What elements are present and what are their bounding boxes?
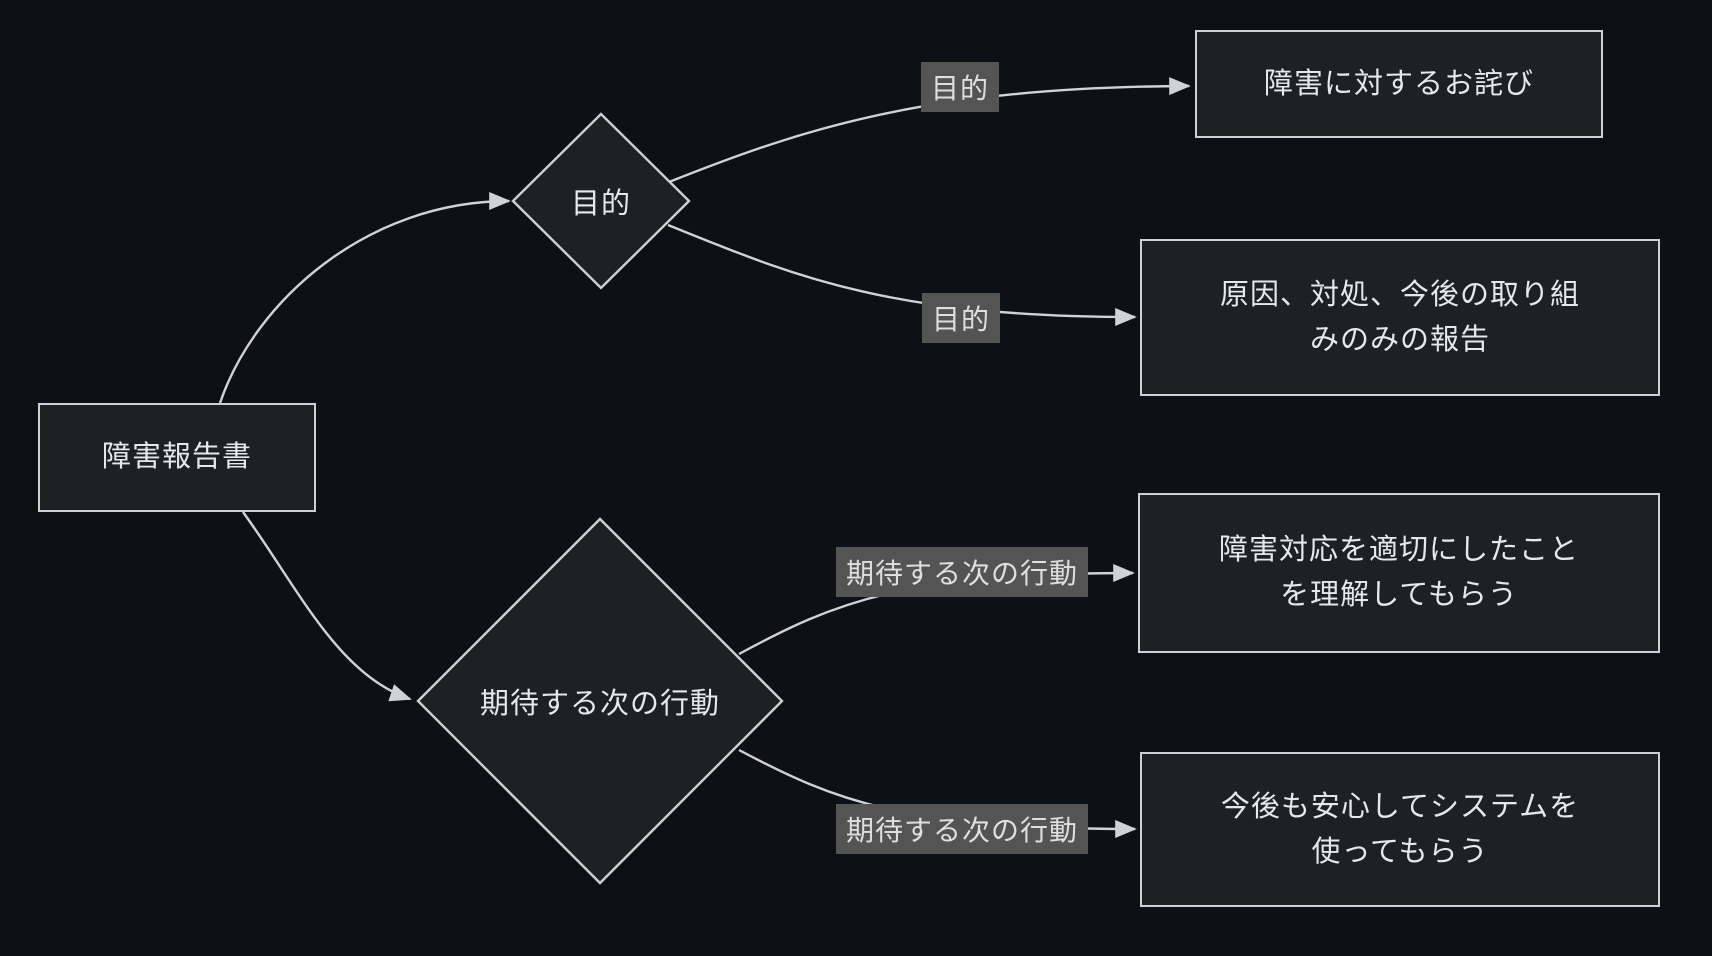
decision-purpose-label: 目的 [570, 188, 632, 220]
node-understanding: 障害対応を適切にしたこと を理解してもらう [1138, 493, 1660, 653]
node-cause-report: 原因、対処、今後の取り組 みのみの報告 [1140, 239, 1660, 396]
node-cause-report-label: 原因、対処、今後の取り組 みのみの報告 [1219, 278, 1580, 356]
node-trust: 今後も安心してシステムを 使ってもらう [1140, 752, 1660, 907]
edge-root-to-next-action [242, 511, 412, 702]
edge-root-to-purpose [218, 192, 511, 404]
edge-label-next-action-1: 期待する次の行動 [835, 547, 1089, 597]
edge-purpose-to-apology [668, 77, 1191, 184]
node-incident-report-label: 障害報告書 [101, 441, 252, 474]
node-trust-label: 今後も安心してシステムを 使ってもらう [1220, 790, 1580, 868]
decision-next-action-label: 期待する次の行動 [479, 688, 721, 720]
edge-label-purpose-1: 目的 [920, 62, 1000, 112]
node-incident-report: 障害報告書 [38, 403, 316, 512]
decision-next-action-shape [416, 517, 784, 885]
node-understanding-label: 障害対応を適切にしたこと を理解してもらう [1218, 534, 1579, 611]
decision-purpose-shape [511, 112, 691, 290]
node-apology: 障害に対するお詫び [1195, 30, 1603, 138]
node-apology-label: 障害に対するお詫び [1263, 67, 1534, 100]
edge-purpose-to-report [667, 223, 1137, 326]
edge-label-next-action-2: 期待する次の行動 [835, 804, 1089, 854]
edge-label-purpose-2: 目的 [921, 293, 1001, 343]
